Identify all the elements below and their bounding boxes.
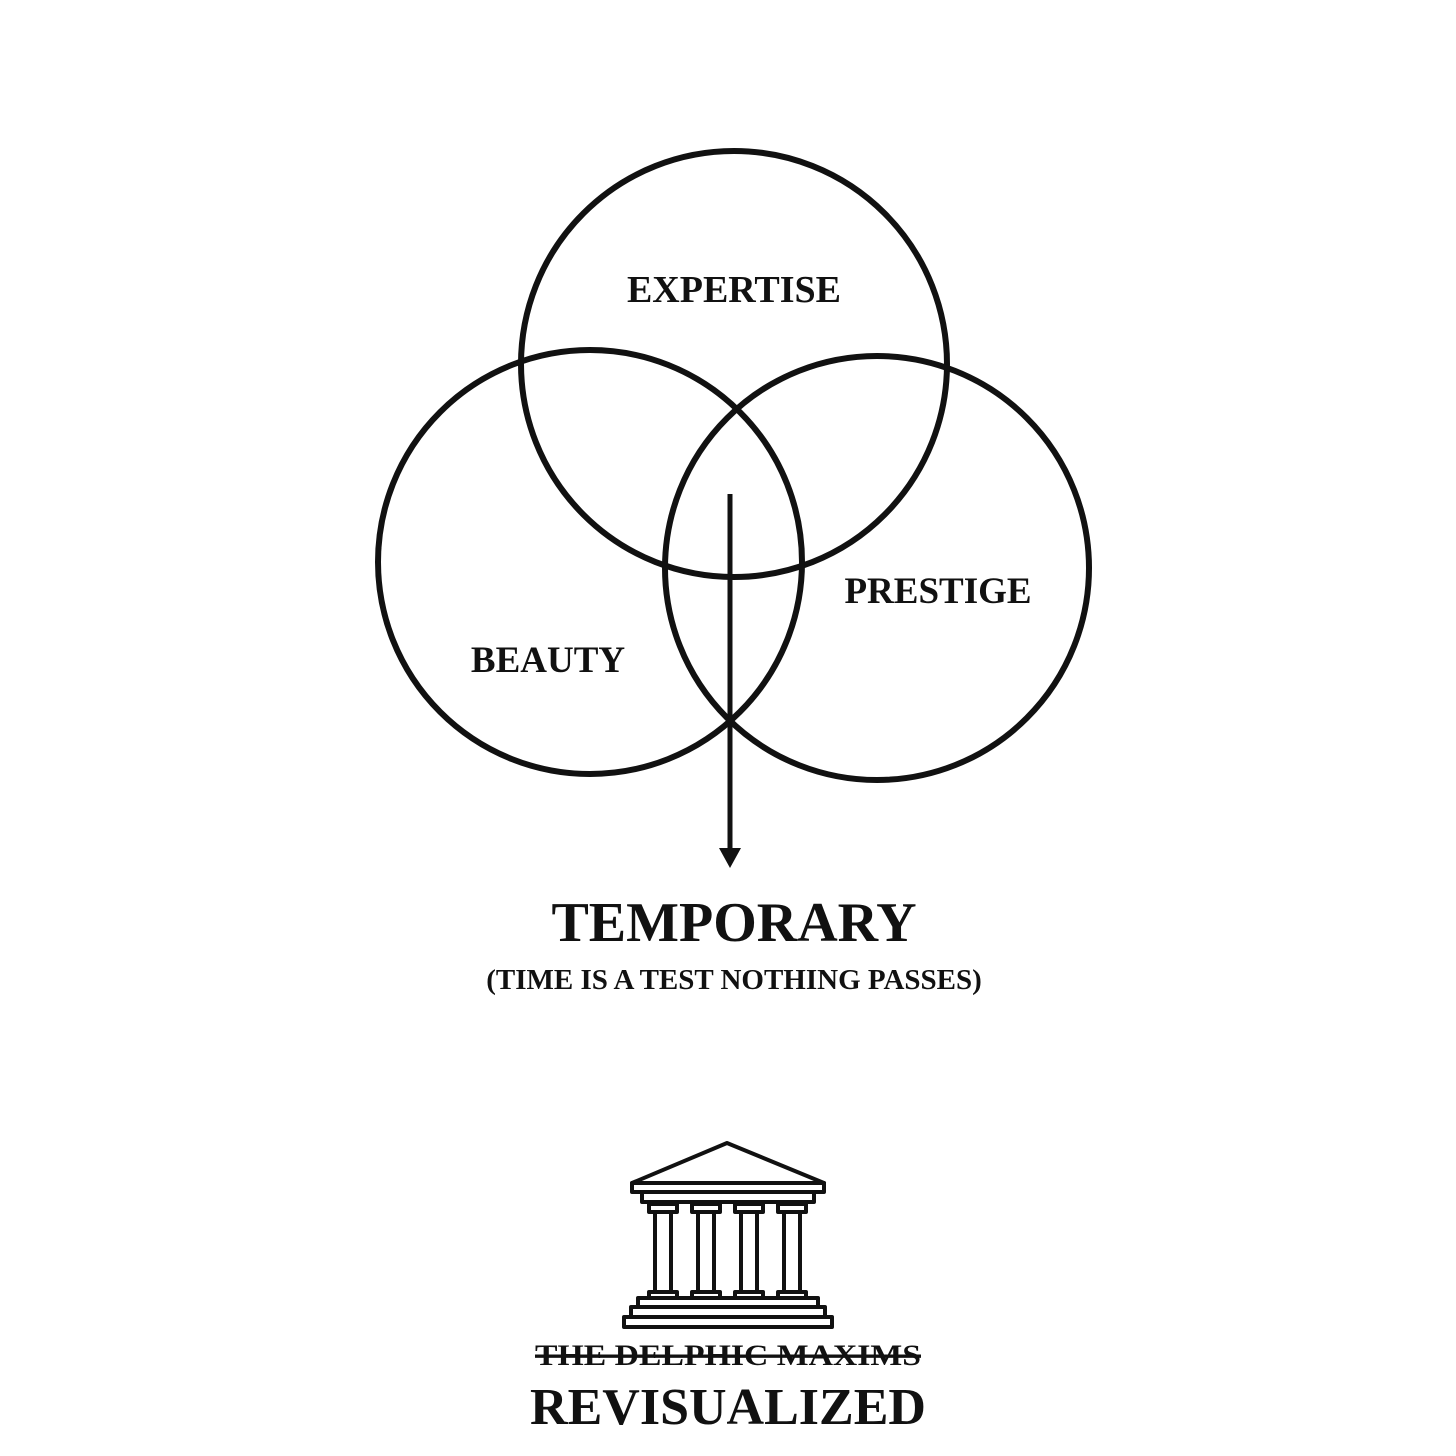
- circle-expertise: [518, 148, 950, 580]
- down-arrow-icon: [719, 494, 741, 868]
- label-prestige: PRESTIGE: [844, 571, 1031, 612]
- greek-temple-icon: [622, 1141, 834, 1329]
- circle-prestige: [662, 353, 1092, 783]
- circle-beauty: [375, 347, 805, 777]
- label-beauty: BEAUTY: [471, 640, 625, 681]
- result-title: TEMPORARY: [551, 892, 916, 954]
- result-subtitle: (TIME IS A TEST NOTHING PASSES): [486, 964, 982, 996]
- label-expertise: EXPERTISE: [627, 269, 841, 311]
- brand-title: REVISUALIZED: [530, 1379, 926, 1436]
